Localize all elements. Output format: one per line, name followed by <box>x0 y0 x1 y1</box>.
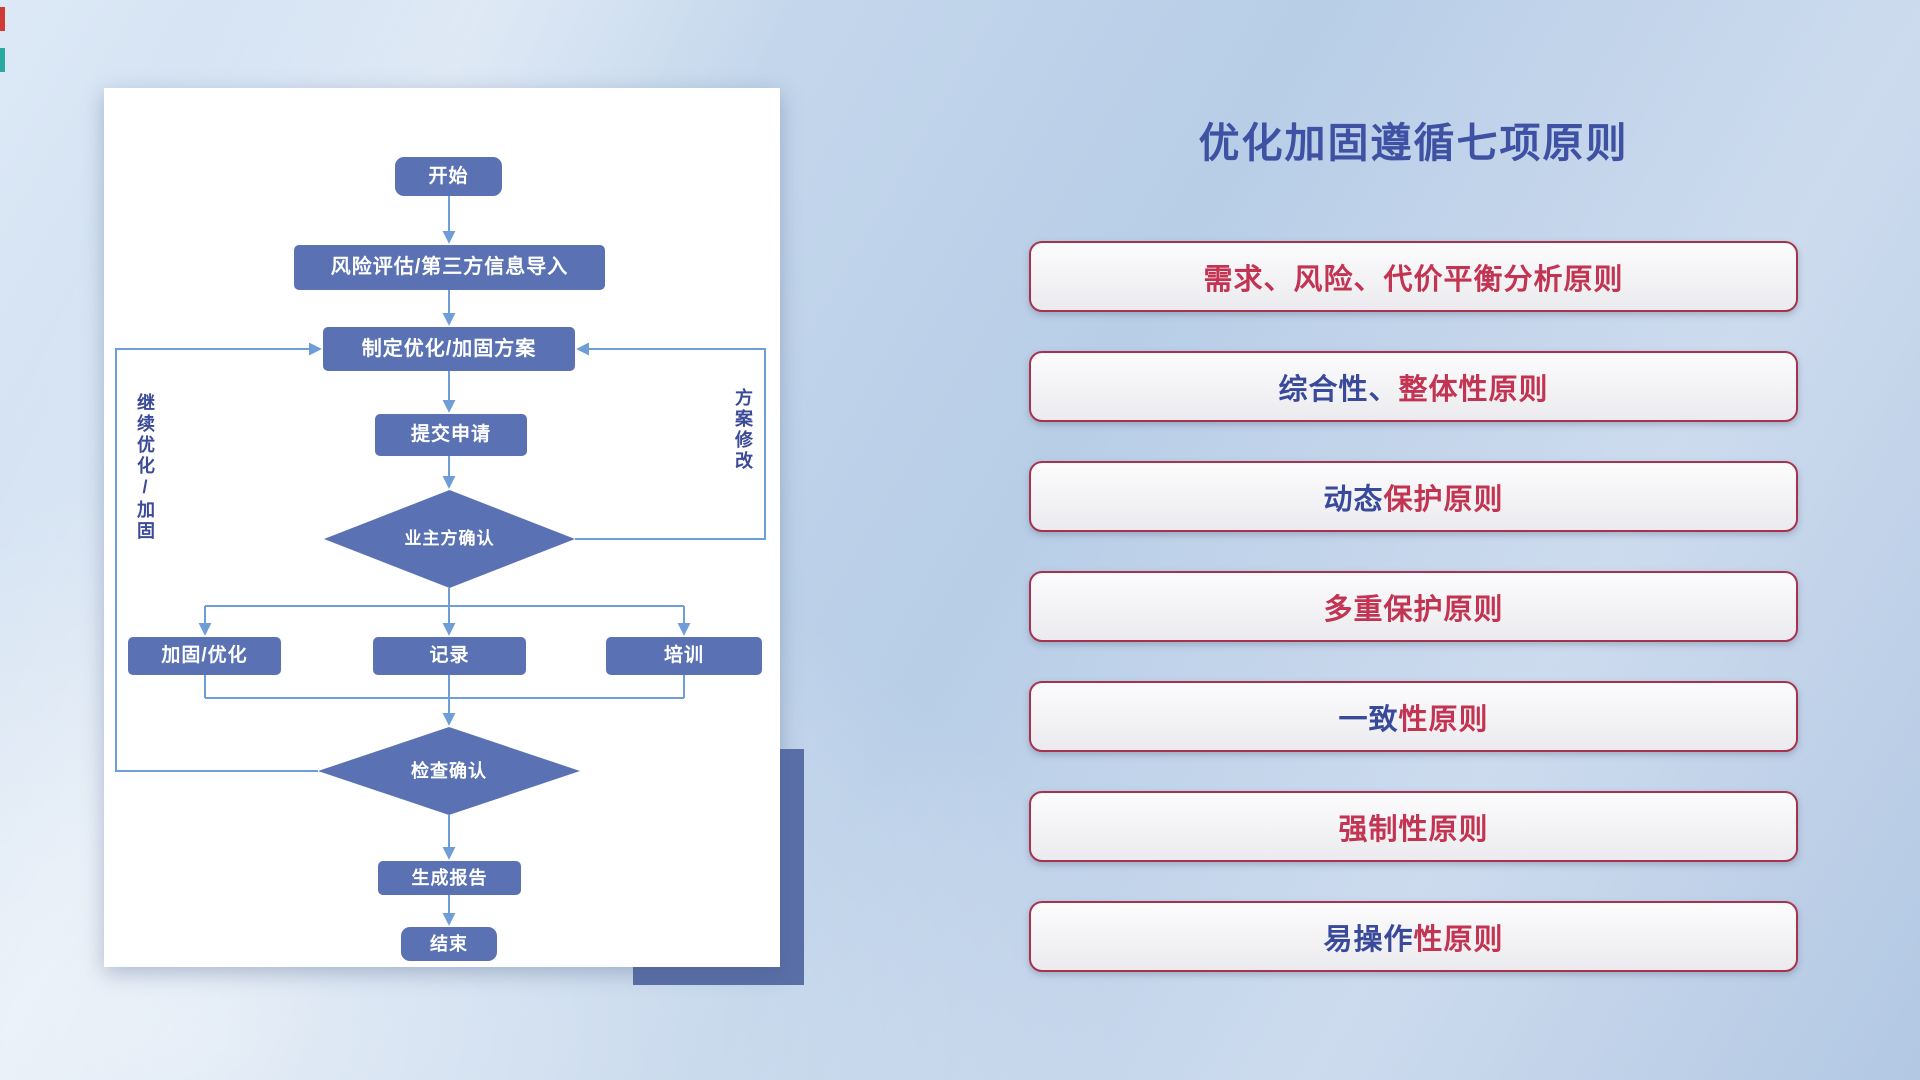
principle-text-segment: 性原则 <box>1398 703 1489 736</box>
flowchart-connectors <box>115 196 766 926</box>
flow-node-reinforce-optimize: 加固/优化 <box>128 637 281 675</box>
principle-item-7: 易操作性原则 <box>1029 901 1798 972</box>
principles-panel: 优化加固遵循七项原则 需求、风险、代价平衡分析原则综合性、整体性原则动态保护原则… <box>1029 118 1798 972</box>
flow-node-risk-assessment: 风险评估/第三方信息导入 <box>294 245 605 290</box>
flowchart-card: 开始 风险评估/第三方信息导入 制定优化/加固方案 提交申请 业主方确认 加固/… <box>104 88 780 967</box>
principle-text-segment: 保护原则 <box>1383 483 1504 516</box>
corner-mark-red <box>0 7 5 31</box>
flow-node-training: 培训 <box>606 637 762 675</box>
principle-item-1: 需求、风险、代价平衡分析原则 <box>1029 241 1798 312</box>
principle-text-segment: 易操作 <box>1323 923 1414 956</box>
flow-label-continue-optimize: 继续优化/加固 <box>135 393 155 542</box>
corner-mark-teal <box>0 48 5 72</box>
principles-list: 需求、风险、代价平衡分析原则综合性、整体性原则动态保护原则多重保护原则一致性原则… <box>1029 241 1798 972</box>
principle-item-4: 多重保护原则 <box>1029 571 1798 642</box>
principle-item-3: 动态保护原则 <box>1029 461 1798 532</box>
flow-node-record: 记录 <box>373 637 526 675</box>
loop-continue-optimize <box>115 342 322 772</box>
principle-item-2: 综合性、整体性原则 <box>1029 351 1798 422</box>
flow-node-make-plan: 制定优化/加固方案 <box>323 327 575 371</box>
flow-node-generate-report: 生成报告 <box>378 861 521 895</box>
principle-text-segment: 强制性原则 <box>1338 813 1489 846</box>
flow-node-start: 开始 <box>395 157 502 196</box>
principle-text-segment: 整体性原则 <box>1398 373 1549 406</box>
principle-item-5: 一致性原则 <box>1029 681 1798 752</box>
flow-node-end: 结束 <box>401 927 497 961</box>
loop-plan-revision <box>575 342 766 540</box>
principle-text-segment: 性原则 <box>1413 923 1504 956</box>
principle-text-segment: 一致 <box>1338 703 1399 736</box>
principle-item-6: 强制性原则 <box>1029 791 1798 862</box>
page-title: 优化加固遵循七项原则 <box>1198 120 1629 166</box>
principle-text-segment: 动态 <box>1323 483 1384 516</box>
principle-text-segment: 综合性、 <box>1278 373 1399 406</box>
principle-text-segment: 多重保护原则 <box>1323 593 1504 626</box>
principle-text-segment: 需求、风险、代价平衡分析原则 <box>1203 263 1624 296</box>
flow-node-submit-application: 提交申请 <box>375 414 527 456</box>
flow-label-plan-revision: 方案修改 <box>733 388 753 472</box>
